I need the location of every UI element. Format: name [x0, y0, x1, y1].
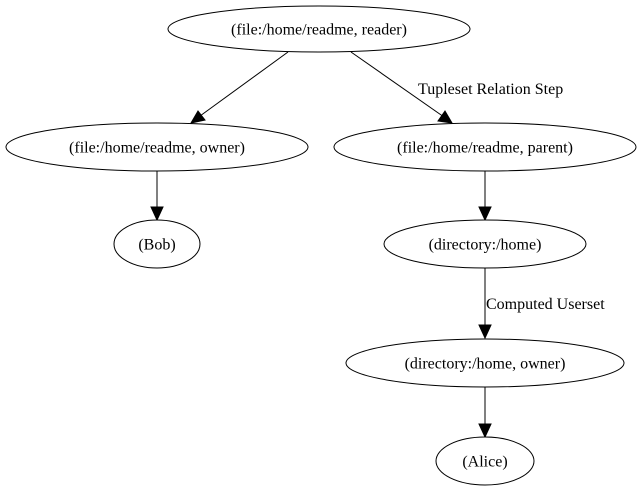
node-directory-owner: (directory:/home, owner) — [345, 338, 625, 388]
edge-label-computed-userset: Computed Userset — [486, 296, 605, 313]
node-label: (directory:/home) — [429, 237, 542, 254]
node-bob: (Bob) — [113, 219, 201, 269]
node-file-owner: (file:/home/readme, owner) — [5, 122, 309, 172]
node-label: (file:/home/readme, owner) — [69, 140, 245, 157]
node-label: (file:/home/readme, reader) — [231, 22, 407, 39]
edge-label-tupleset-relation-step: Tupleset Relation Step — [418, 81, 563, 98]
edge-file-reader-to-file-owner — [189, 51, 289, 124]
edge-file-owner-to-bob — [150, 171, 164, 222]
node-file-reader: (file:/home/readme, reader) — [167, 5, 471, 53]
node-label: (directory:/home, owner) — [405, 356, 566, 373]
node-directory-home: (directory:/home) — [383, 219, 587, 269]
edge-directory-owner-to-alice — [478, 387, 492, 439]
node-label: (file:/home/readme, parent) — [397, 140, 573, 157]
node-alice: (Alice) — [435, 436, 535, 486]
edge-directory-home-to-directory-owner: Computed Userset — [478, 268, 605, 340]
node-label: (Bob) — [138, 237, 175, 254]
edge-file-reader-to-file-parent: Tupleset Relation Step — [350, 51, 563, 124]
node-label: (Alice) — [462, 454, 507, 471]
edge-file-parent-to-directory-home — [478, 171, 492, 222]
node-file-parent: (file:/home/readme, parent) — [333, 122, 637, 172]
